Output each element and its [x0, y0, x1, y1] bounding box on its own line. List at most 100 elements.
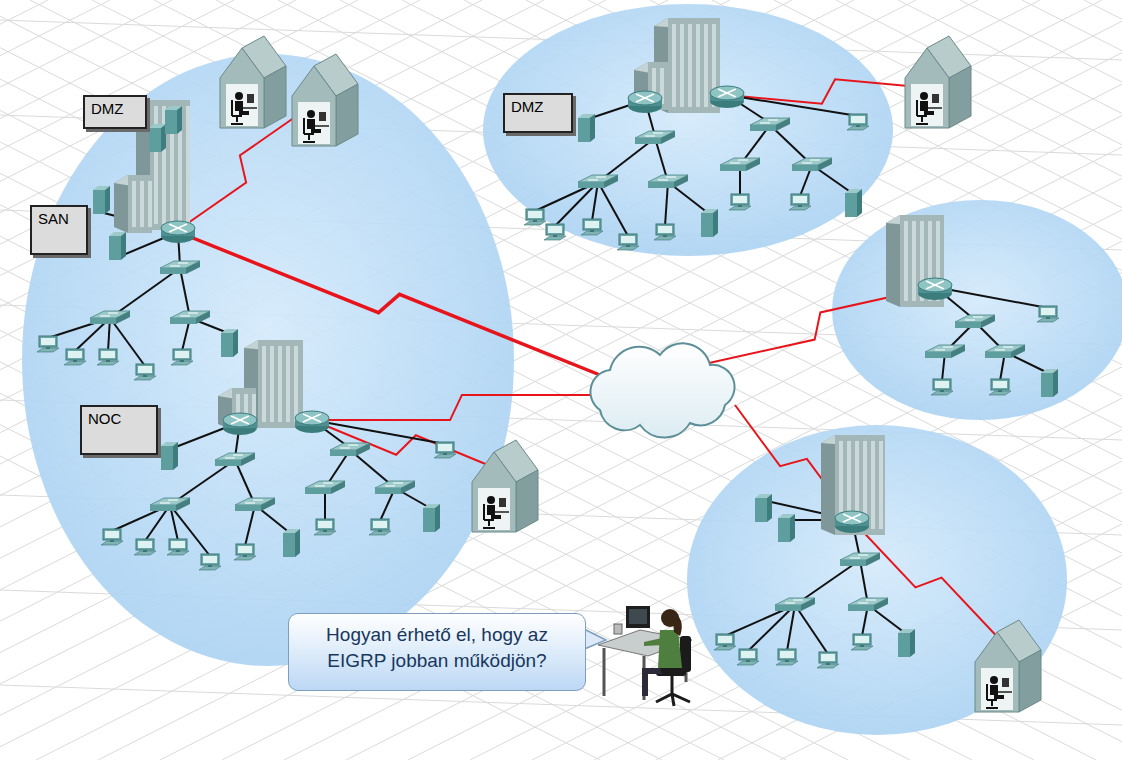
building-front: [128, 175, 152, 233]
switch-side: [186, 261, 200, 274]
pc-monitor: [791, 194, 809, 205]
building-window: [879, 441, 883, 529]
home-office-icon: [292, 54, 358, 146]
server-front: [161, 446, 173, 470]
router-arrows: [636, 94, 654, 102]
building-window: [294, 346, 298, 422]
house-front: [220, 48, 264, 128]
pc-monitor: [436, 442, 454, 453]
server-side: [233, 329, 238, 357]
pc-icon: [134, 364, 156, 380]
pc-screen: [105, 531, 119, 538]
router-icon: [918, 278, 952, 300]
pc-monitor: [371, 519, 389, 530]
house-opening: [911, 84, 943, 126]
pc-icon: [729, 194, 751, 210]
switch-side: [331, 481, 345, 494]
site-ellipse: [687, 425, 1067, 735]
switch-arrows: [100, 313, 118, 316]
switch-arrows: [340, 445, 358, 448]
person-monitor: [499, 498, 506, 507]
switch-icon: [848, 598, 888, 611]
wan-serial-link: [312, 395, 600, 420]
pc-screen: [138, 366, 152, 373]
building-window: [871, 441, 875, 529]
switch-side: [776, 118, 790, 131]
switch-icon: [840, 553, 880, 566]
building-window: [278, 346, 282, 422]
server-icon: [165, 106, 182, 134]
building-window: [132, 181, 136, 227]
pc-icon: [234, 544, 256, 560]
pc-monitor: [201, 554, 219, 565]
pc-monitor: [316, 519, 334, 530]
building-window: [186, 106, 190, 224]
pc-monitor: [66, 349, 84, 360]
switch-front: [235, 505, 261, 511]
building-front: [150, 100, 190, 230]
pc-screen: [733, 196, 747, 203]
zone-label: DMZ: [511, 98, 544, 116]
switch-icon: [330, 443, 370, 456]
person-chair: [231, 100, 243, 124]
switch-front: [848, 605, 874, 611]
house-side: [1019, 650, 1041, 712]
lan-wire: [795, 605, 828, 654]
server-icon: [161, 442, 178, 470]
pc-monitor: [739, 649, 757, 660]
house-front: [292, 66, 336, 146]
pc-monitor: [583, 219, 601, 230]
switch-arrows: [760, 120, 778, 123]
router-arrows: [303, 414, 321, 422]
switch-arrows: [858, 600, 876, 603]
person-chair: [916, 100, 928, 124]
switch-front: [578, 182, 604, 188]
switch-side: [801, 598, 815, 611]
pc-icon: [101, 529, 123, 545]
server-icon: [221, 329, 238, 357]
building-icon: [218, 388, 256, 430]
switch-front: [635, 138, 661, 144]
pc-icon: [617, 234, 639, 250]
person-head: [487, 496, 495, 504]
pc-screen: [373, 521, 387, 528]
router-arrows: [718, 89, 736, 97]
house-side: [949, 66, 971, 128]
house-front: [905, 48, 949, 128]
switch-arrows: [995, 347, 1013, 350]
pc-icon: [654, 224, 676, 240]
lan-wire: [598, 182, 628, 236]
pc-icon: [434, 442, 456, 458]
server-front: [755, 498, 767, 522]
router-icon: [161, 221, 195, 243]
pc-screen: [935, 381, 949, 388]
server-side: [790, 514, 795, 542]
device-icons: [37, 18, 1059, 712]
zone-label: NOC: [88, 410, 121, 428]
switch-icon: [375, 481, 415, 494]
router-top: [295, 411, 329, 425]
switch-icon: [750, 118, 790, 131]
zone-label-box: SAN: [30, 205, 88, 255]
building-window: [696, 24, 700, 107]
switch-arrows: [180, 313, 198, 316]
switch-side: [981, 315, 995, 328]
zone-label-box: DMZ: [503, 93, 573, 133]
server-front: [93, 190, 105, 214]
switch-side: [241, 453, 255, 466]
desk-monitor: [626, 606, 650, 628]
pc-screen: [203, 556, 217, 563]
house-opening: [298, 102, 330, 144]
pc-monitor: [716, 634, 734, 645]
switch-icon: [305, 481, 345, 494]
person-head: [920, 92, 928, 100]
pc-icon: [851, 634, 873, 650]
pc-screen: [855, 636, 869, 643]
router-icon: [223, 413, 257, 435]
router-top: [161, 221, 195, 235]
switch-arrows: [730, 160, 748, 163]
server-front: [165, 110, 177, 134]
lan-wire: [727, 95, 858, 116]
pc-screen: [993, 381, 1007, 388]
